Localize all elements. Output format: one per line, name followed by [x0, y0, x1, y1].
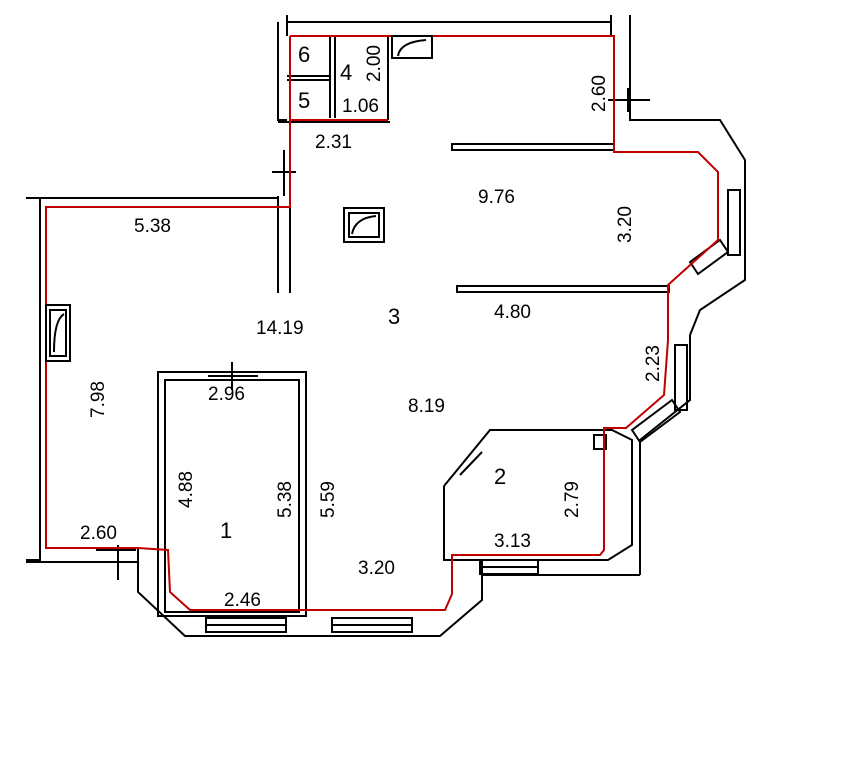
dim-4-88: 4.88	[176, 471, 197, 508]
dim-2-31: 2.31	[315, 132, 352, 153]
dimension-labels: 2.00 1.06 2.60 2.31 9.76 3.20 5.38 14.19…	[80, 45, 664, 611]
dim-4-80: 4.80	[494, 302, 531, 323]
dim-9-76: 9.76	[478, 187, 515, 208]
wall-bottom-bay-left	[137, 548, 305, 637]
boundary	[45, 35, 719, 611]
wall-utility-left	[277, 22, 287, 121]
sink-icon	[45, 304, 71, 362]
room-number-3: 3	[388, 304, 400, 329]
dim-5-38-left: 5.38	[134, 216, 171, 237]
dim-2-96: 2.96	[208, 384, 245, 405]
dim-2-60-bottom: 2.60	[80, 523, 117, 544]
wall-right-upper	[629, 15, 746, 336]
window-right-upper	[727, 189, 741, 256]
window-right-diag2	[630, 398, 682, 444]
room-number-4: 4	[340, 60, 352, 85]
fixtures	[45, 35, 433, 362]
dim-7-98: 7.98	[88, 381, 109, 418]
sink-icon	[391, 35, 433, 59]
room-number-2: 2	[494, 464, 506, 489]
wall-right-bay	[639, 335, 691, 575]
room2-outer	[443, 429, 633, 561]
dim-3-20-bottom: 3.20	[358, 558, 395, 579]
dim-5-38-room1: 5.38	[275, 481, 296, 518]
room-number-1: 1	[220, 518, 232, 543]
dim-3-13: 3.13	[494, 531, 531, 552]
sink-icon	[343, 207, 385, 243]
room-number-6: 6	[298, 42, 310, 67]
dim-2-46: 2.46	[224, 590, 261, 611]
dim-5-59: 5.59	[318, 481, 339, 518]
dim-2-60-top: 2.60	[589, 75, 610, 112]
room-number-5: 5	[298, 88, 310, 113]
wall-bottom-bay-right	[305, 560, 483, 637]
wall-left-outer	[26, 197, 41, 561]
boundary-main	[45, 35, 719, 611]
window-right-lower	[674, 344, 688, 411]
dim-8-19: 8.19	[408, 396, 445, 417]
room-numbers: 6 4 5 3 2 1	[220, 42, 506, 543]
dim-1-06: 1.06	[342, 96, 379, 117]
dim-3-20-right: 3.20	[615, 206, 636, 243]
dim-14-19: 14.19	[256, 318, 304, 339]
dim-2-23: 2.23	[643, 345, 664, 382]
dim-2-00: 2.00	[364, 45, 385, 82]
room2-corner	[593, 434, 607, 450]
dim-2-79: 2.79	[562, 481, 583, 518]
tick-room2	[459, 451, 483, 476]
